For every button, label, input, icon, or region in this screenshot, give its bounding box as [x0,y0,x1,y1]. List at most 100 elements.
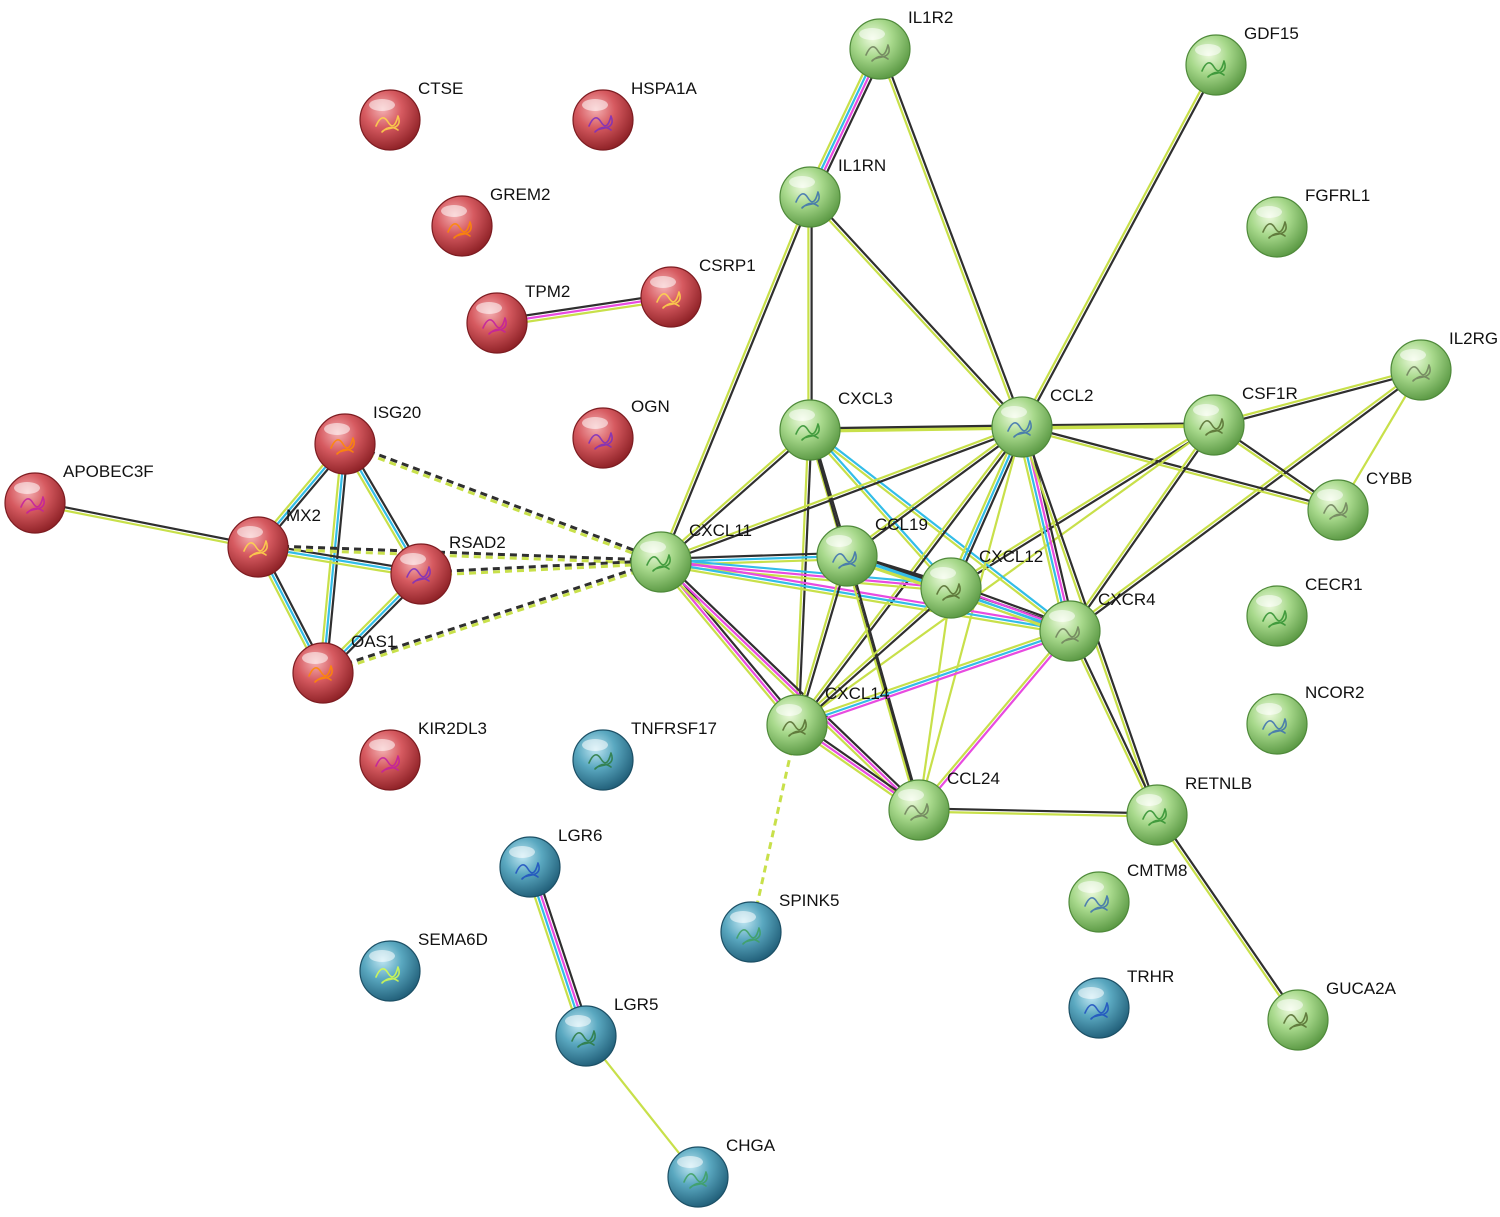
edge-ccl2-ccl19[interactable] [845,424,1024,559]
node-ball[interactable] [720,901,782,963]
edge-isg20-cxcl11[interactable] [343,441,663,565]
node-fgfrl1[interactable]: FGFRL1 [1246,186,1370,258]
node-ball[interactable] [920,557,982,619]
node-ball[interactable] [991,396,1053,458]
edge-il1rn-cxcl3[interactable] [807,197,813,430]
node-kir2dl3[interactable]: KIR2DL3 [359,719,487,791]
node-ball[interactable] [572,407,634,469]
edge-ccl2-cxcr4[interactable] [1016,425,1076,633]
node-ball[interactable] [1126,784,1188,846]
node-spink5[interactable]: SPINK5 [720,891,839,963]
node-il2rg[interactable]: IL2RG [1390,329,1498,401]
node-ball[interactable] [849,18,911,80]
node-isg20[interactable]: ISG20 [314,403,421,475]
node-ball[interactable] [390,543,452,605]
node-ball[interactable] [1307,479,1369,541]
node-ball[interactable] [1246,196,1308,258]
node-ball[interactable] [816,525,878,587]
node-csf1r[interactable]: CSF1R [1183,384,1298,456]
edge-cxcl3-cxcr4[interactable] [808,427,1072,634]
edge-ccl2-cxcl11[interactable] [660,424,1023,565]
node-ball[interactable] [359,89,421,151]
node-ball[interactable] [1246,585,1308,647]
node-ball[interactable] [667,1146,729,1208]
node-ball[interactable] [572,89,634,151]
node-lgr5[interactable]: LGR5 [555,995,658,1067]
node-ball[interactable] [630,531,692,593]
edge-gdf15-ccl2[interactable] [1019,63,1219,429]
edge-il1rn-ccl2[interactable] [807,195,1025,429]
node-tnfrsf17[interactable]: TNFRSF17 [572,719,717,791]
node-ctse[interactable]: CTSE [359,79,463,151]
edge-ccl19-ccl24[interactable] [844,555,922,811]
node-ball[interactable] [1039,600,1101,662]
edge-retnlb-guca2a[interactable] [1154,813,1301,1022]
node-ball[interactable] [779,166,841,228]
node-ball[interactable] [499,836,561,898]
edge-il2rg-csf1r[interactable] [1213,367,1422,428]
edge-cxcr4-cxcl14[interactable] [795,626,1072,730]
node-ball[interactable] [572,729,634,791]
node-ball[interactable] [1183,394,1245,456]
node-trhr[interactable]: TRHR [1068,967,1174,1039]
node-sema6d[interactable]: SEMA6D [359,930,488,1002]
edge-csf1r-cxcr4[interactable] [1067,423,1217,633]
node-ball[interactable] [431,195,493,257]
node-ball[interactable] [779,399,841,461]
node-ball[interactable] [1068,977,1130,1039]
edge-cxcl12-cxcl14[interactable] [795,585,953,728]
node-mx2[interactable]: MX2 [227,506,321,578]
node-guca2a[interactable]: GUCA2A [1267,979,1397,1051]
node-ogn[interactable]: OGN [572,397,670,469]
node-ball[interactable] [227,516,289,578]
node-ball[interactable] [1267,989,1329,1051]
node-ball[interactable] [640,266,702,328]
node-apobec3f[interactable]: APOBEC3F [4,462,154,534]
edge-cxcl11-ccl24[interactable] [658,558,922,814]
edge-rsad2-cxcl11[interactable] [420,558,662,578]
node-hspa1a[interactable]: HSPA1A [572,79,697,151]
node-chga[interactable]: CHGA [667,1136,776,1208]
edge-cxcl3-ccl2[interactable] [809,424,1023,433]
node-ccl19[interactable]: CCL19 [816,515,928,587]
edge-csf1r-cxcl14[interactable] [796,424,1215,726]
node-lgr6[interactable]: LGR6 [499,826,602,898]
node-ball[interactable] [1068,871,1130,933]
node-ball[interactable] [359,940,421,1002]
edge-cxcl3-cxcl12[interactable] [807,428,954,590]
node-cxcl12[interactable]: CXCL12 [920,547,1043,619]
edge-cxcl12-ccl24[interactable] [917,587,953,811]
node-ball[interactable] [1185,34,1247,96]
edge-cxcr4-retnlb[interactable] [1067,629,1160,817]
edge-cxcr4-ccl24[interactable] [916,629,1073,812]
node-cmtm8[interactable]: CMTM8 [1068,861,1187,933]
node-gdf15[interactable]: GDF15 [1185,24,1299,96]
edge-cxcl11-cxcr4[interactable] [660,557,1071,636]
node-csrp1[interactable]: CSRP1 [640,256,756,328]
node-cxcr4[interactable]: CXCR4 [1039,590,1156,662]
node-ball[interactable] [888,779,950,841]
node-ncor2[interactable]: NCOR2 [1246,683,1365,755]
node-ball[interactable] [4,472,66,534]
node-oas1[interactable]: OAS1 [292,632,396,704]
node-retnlb[interactable]: RETNLB [1126,774,1252,846]
edge-csf1r-cxcl12[interactable] [949,422,1216,591]
node-rsad2[interactable]: RSAD2 [390,533,506,605]
node-ball[interactable] [1246,693,1308,755]
node-cybb[interactable]: CYBB [1307,469,1412,541]
node-ccl24[interactable]: CCL24 [888,769,1000,841]
node-cxcl14[interactable]: CXCL14 [766,684,889,756]
node-cxcl3[interactable]: CXCL3 [779,389,893,461]
node-il1r2[interactable]: IL1R2 [849,8,953,80]
edge-mx2-cxcl11[interactable] [257,543,662,566]
node-ball[interactable] [359,729,421,791]
node-ccl2[interactable]: CCL2 [991,386,1093,458]
edge-ccl2-csf1r[interactable] [1021,422,1215,430]
edge-apobec3f-mx2[interactable] [34,500,259,550]
node-ball[interactable] [314,413,376,475]
node-cecr1[interactable]: CECR1 [1246,575,1363,647]
edge-il1r2-ccl2[interactable] [877,48,1025,428]
node-ball[interactable] [766,694,828,756]
node-ball[interactable] [1390,339,1452,401]
node-il1rn[interactable]: IL1RN [779,156,886,228]
